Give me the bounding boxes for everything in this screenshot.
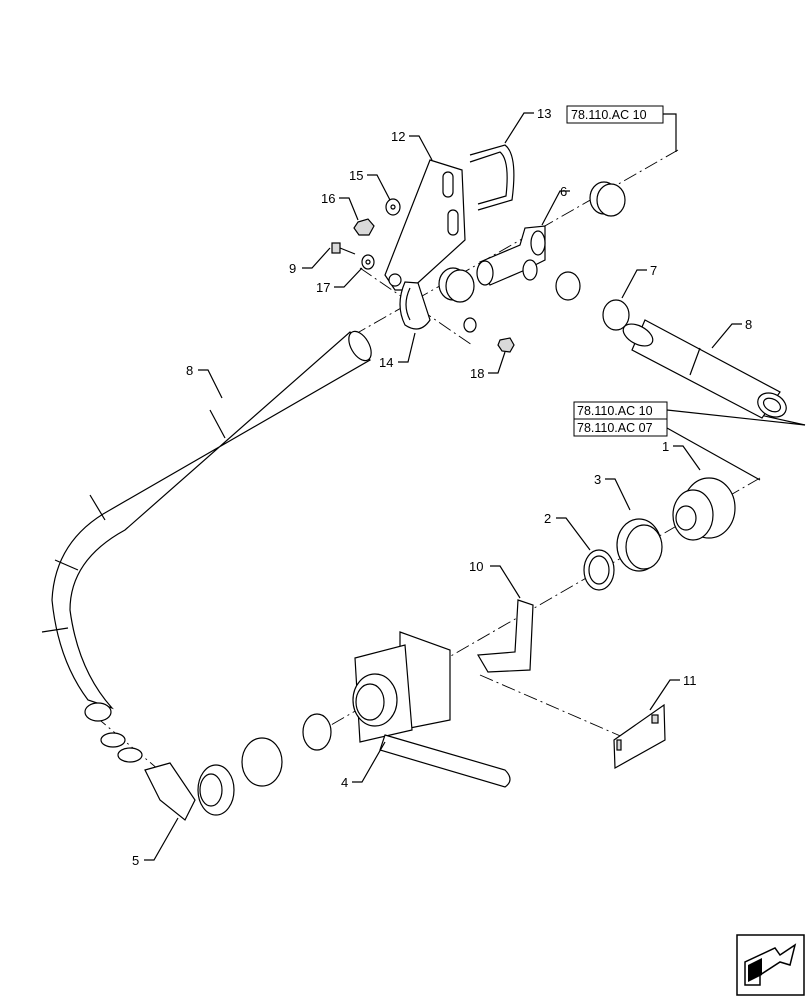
reference-label: 78.110.AC 10: [577, 404, 653, 418]
small-hardware: [331, 198, 515, 353]
callout-6: 6: [560, 184, 567, 199]
callout-18: 18: [470, 366, 484, 381]
callout-7: 7: [650, 263, 657, 278]
clamp-p: [399, 281, 431, 330]
reference-label: 78.110.AC 10: [571, 108, 647, 122]
decal: [613, 703, 666, 770]
callout-9: 9: [289, 261, 296, 276]
callout-4: 4: [341, 775, 348, 790]
callout-10: 10: [469, 559, 483, 574]
rings-group: [583, 477, 736, 591]
callout-8-left: 8: [186, 363, 193, 378]
bracket: [384, 159, 466, 291]
callout-3: 3: [594, 472, 601, 487]
reference-box-mid[interactable]: 78.110.AC 10: [573, 401, 806, 426]
next-page-arrow-icon[interactable]: [736, 934, 805, 996]
callout-14: 14: [379, 355, 393, 370]
callout-17: 17: [316, 280, 330, 295]
callout-11: 11: [683, 673, 697, 688]
elbow-fitting: [100, 713, 332, 821]
callout-2: 2: [544, 511, 551, 526]
hose-right: [622, 319, 787, 419]
reference-label: 78.110.AC 07: [577, 421, 653, 435]
tee-fitting: [476, 225, 546, 286]
reference-box-top[interactable]: 78.110.AC 10: [566, 105, 677, 152]
callouts: 1 2 3 4 5 6 7 8 8 9 10 11 12: [132, 106, 752, 868]
callout-15: 15: [349, 168, 363, 183]
callout-8-right: 8: [745, 317, 752, 332]
callout-12: 12: [391, 129, 405, 144]
reference-box-lower[interactable]: 78.110.AC 07: [573, 414, 806, 481]
hose-left: [41, 330, 372, 722]
plate: [476, 599, 534, 673]
callout-13: 13: [537, 106, 551, 121]
u-bolt: [469, 144, 515, 211]
callout-5: 5: [132, 853, 139, 868]
coupling-body: [352, 631, 511, 788]
hose-clamps: [438, 181, 630, 331]
callout-16: 16: [321, 191, 335, 206]
callout-1: 1: [662, 439, 669, 454]
